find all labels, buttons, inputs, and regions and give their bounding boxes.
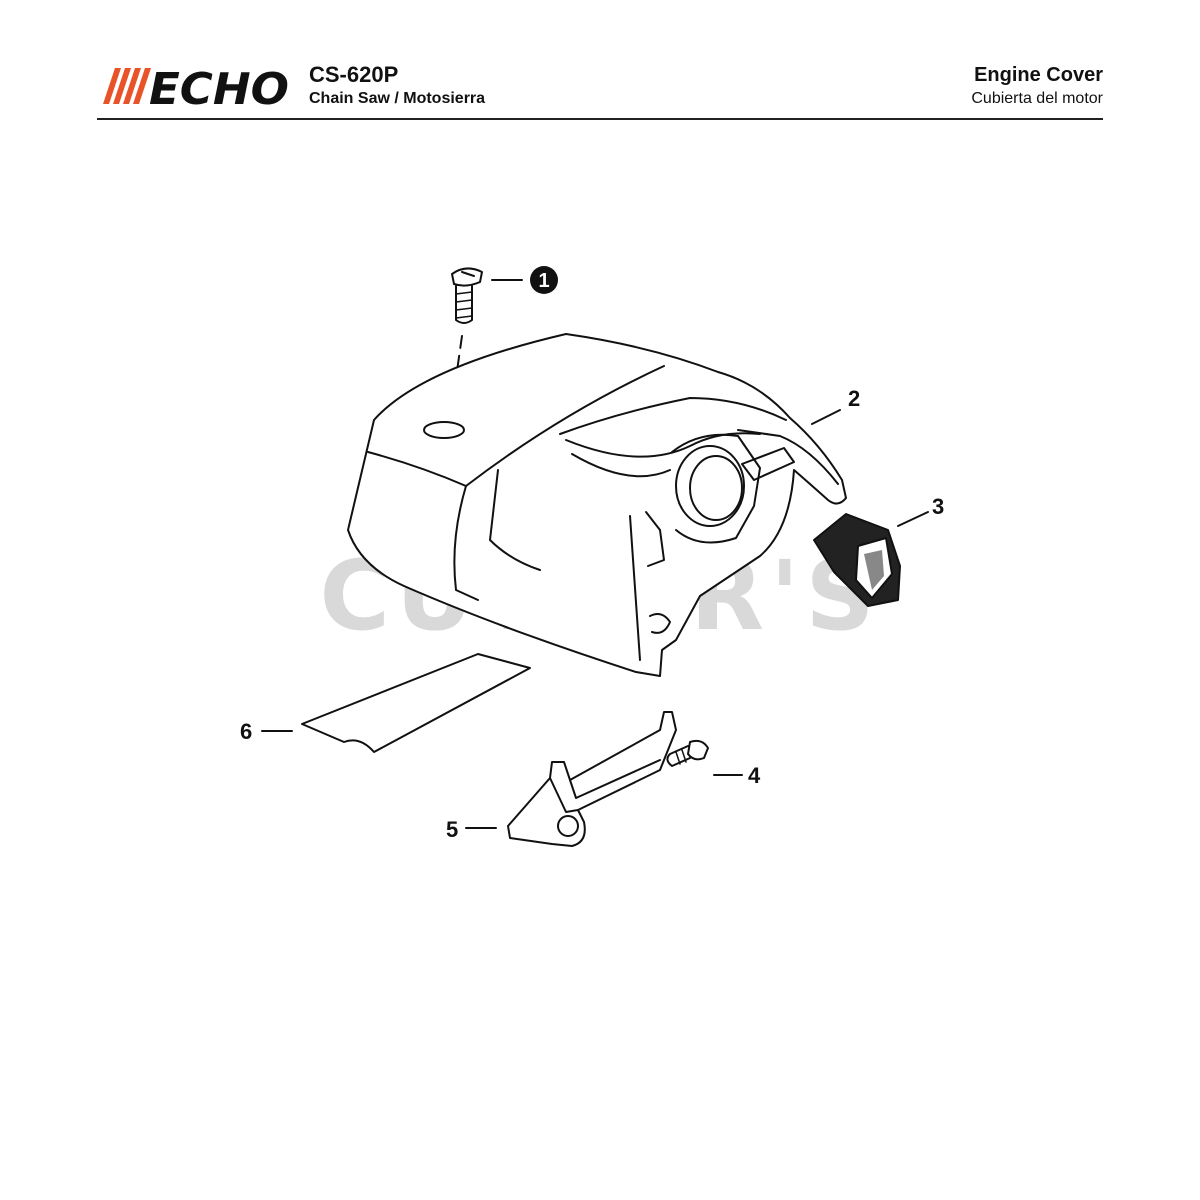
product-subtitle: Chain Saw / Motosierra	[309, 90, 486, 107]
part-engine-cover-2	[347, 333, 847, 677]
part-bracket-5	[507, 711, 677, 847]
callout-5-label: 5	[446, 817, 458, 842]
callout-4-label: 4	[748, 763, 761, 788]
model-number: CS-620P	[309, 62, 399, 87]
part-plate-6	[301, 653, 531, 753]
echo-logo: ECHO	[103, 64, 289, 108]
callout-2-label: 2	[848, 386, 860, 411]
logo-wordmark: ECHO	[149, 64, 289, 108]
leader-lines	[261, 279, 929, 829]
callout-1-label: 1	[538, 270, 549, 292]
page-header: ECHO CS-620P Chain Saw / Motosierra Engi…	[97, 60, 1103, 120]
section-subtitle: Cubierta del motor	[971, 90, 1103, 107]
logo-stripes	[103, 68, 151, 104]
callout-6-label: 6	[240, 719, 252, 744]
part-screw-4	[666, 739, 709, 767]
callout-3-label: 3	[932, 494, 944, 519]
section-title: Engine Cover	[974, 64, 1103, 86]
header-divider	[97, 118, 1103, 120]
callout-1: 1	[530, 266, 558, 294]
part-rubber-boot-3	[813, 513, 901, 607]
